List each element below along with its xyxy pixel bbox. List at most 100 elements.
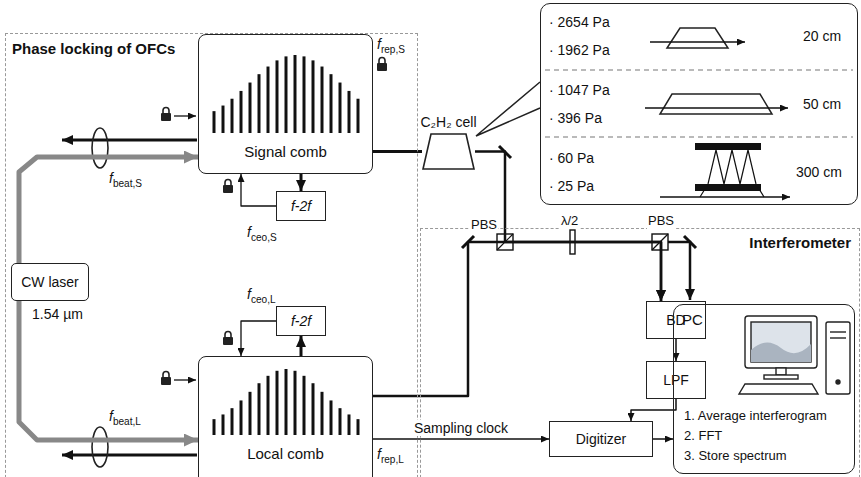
callout-box: · 2654 Pa· 1962 Pa20 cm· 1047 Pa· 396 Pa… <box>540 3 858 205</box>
component-label: λ/2 <box>560 214 579 229</box>
node-label: PC <box>682 311 703 328</box>
signal-wire <box>241 174 276 206</box>
beam-icon <box>650 41 745 43</box>
component-label: PBS <box>647 214 675 229</box>
beam-icon <box>660 196 790 198</box>
comb-tooth <box>303 56 306 133</box>
beam-arrow <box>373 150 422 153</box>
comb-tooth <box>357 99 360 133</box>
comb-tooth <box>240 91 243 133</box>
comb-tooth <box>213 111 216 133</box>
comb-box: Local comb <box>198 356 373 477</box>
node-label: 1.54 µm <box>32 306 83 322</box>
region-heading: Phase locking of OFCs <box>12 40 175 57</box>
callout-tail <box>476 82 540 136</box>
comb-tooth <box>267 376 270 435</box>
laser-box: CW laser1.54 µm <box>11 263 89 301</box>
node-label: · 25 Pa <box>549 178 594 194</box>
comb-tooth <box>312 383 315 435</box>
signal-wire <box>675 339 677 361</box>
comb-tooth <box>330 400 333 435</box>
comb-tooth <box>258 74 261 133</box>
process-box: LPF <box>646 361 706 399</box>
region-panel: Phase locking of OFCsCW laser1.54 µmSign… <box>5 33 418 477</box>
frequency-label: fceo,L <box>246 286 277 302</box>
beam-arrow <box>19 157 198 263</box>
comb-tooth <box>294 371 297 435</box>
comb-tooth <box>285 369 288 435</box>
beam-arrow <box>475 152 661 302</box>
multipass-mirror <box>695 143 761 150</box>
beat-detector-ring <box>92 128 108 168</box>
comb-tooth <box>249 392 252 435</box>
node-label: 3. Store spectrum <box>684 449 787 464</box>
node-label: Signal comb <box>244 143 327 160</box>
node-label: · 2654 Pa <box>549 14 610 30</box>
beam-arrow <box>373 242 661 396</box>
computer-box: PC1. Average interferogram2. FFT3. Store… <box>673 304 855 474</box>
comb-tooth <box>348 91 351 133</box>
process-box: f-2f <box>276 306 326 336</box>
comb-tooth <box>249 83 252 133</box>
node-label: · 1962 Pa <box>549 42 610 58</box>
node-label: CW laser <box>21 274 79 290</box>
multipass-path <box>700 150 764 197</box>
comb-tooth <box>339 408 342 435</box>
lock-icon <box>161 372 171 386</box>
process-box: Digitizer <box>549 421 653 457</box>
signal-wire <box>653 438 673 440</box>
beam-arrow <box>300 174 303 191</box>
node-label: 50 cm <box>803 96 841 112</box>
comb-tooth <box>303 376 306 435</box>
beam-arrow <box>19 301 198 440</box>
node-label: Digitizer <box>576 431 627 447</box>
node-label: LPF <box>663 372 689 388</box>
divider <box>545 136 853 137</box>
lock-icon <box>223 332 233 346</box>
comb-tooth <box>357 419 360 435</box>
comb-beam <box>62 139 197 142</box>
gas-cell: C₂H₂ cell <box>422 133 475 170</box>
component-label: PBS <box>470 218 498 233</box>
node-label: 300 cm <box>796 164 842 180</box>
cell-outline <box>423 134 474 169</box>
lock-icon <box>161 108 171 122</box>
computer-icon <box>739 316 850 394</box>
frequency-label: fceo,S <box>246 224 278 240</box>
comb-beam <box>62 454 197 457</box>
cell-icon <box>660 94 772 114</box>
comb-tooth <box>276 371 279 435</box>
node-label: Local comb <box>247 445 324 462</box>
node-label: · 1047 Pa <box>549 82 610 98</box>
comb-tooth <box>231 408 234 435</box>
signal-wire <box>241 321 276 356</box>
comb-tooth <box>285 56 288 133</box>
beam-icon <box>645 107 788 109</box>
comb-teeth <box>214 55 358 435</box>
node-label: f-2f <box>291 198 311 214</box>
comb-tooth <box>222 106 225 133</box>
node-label: 1. Average interferogram <box>684 409 827 424</box>
process-box: f-2f <box>276 191 326 221</box>
lock-icon <box>377 58 387 72</box>
node-label: 20 cm <box>803 28 841 44</box>
comb-tooth <box>258 383 261 435</box>
frequency-label: fbeat,S <box>108 170 143 186</box>
comb-tooth <box>231 99 234 133</box>
lock-icon <box>223 180 233 194</box>
beam <box>668 242 690 300</box>
comb-box: Signal comb <box>198 34 373 174</box>
node-label: C₂H₂ cell <box>421 114 477 130</box>
comb-tooth <box>348 414 351 435</box>
comb-tooth <box>312 60 315 133</box>
region-heading: Interferometer <box>749 234 851 251</box>
frequency-label: fbeat,L <box>108 408 142 424</box>
comb-tooth <box>240 400 243 435</box>
edge-label: Sampling clock <box>413 420 509 436</box>
comb-tooth <box>321 392 324 435</box>
comb-tooth <box>294 55 297 133</box>
frequency-label: frep,S <box>376 36 406 52</box>
